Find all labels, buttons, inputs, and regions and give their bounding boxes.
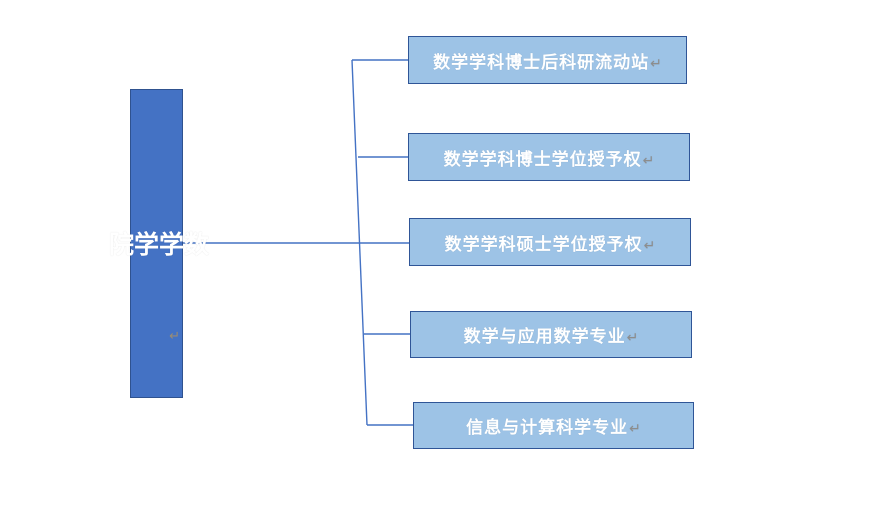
root-char-2: 学 (155, 231, 184, 256)
root-node-math-college[interactable]: 数 学 学 院 ↵ (106, 89, 209, 398)
return-mark: ↵ (643, 236, 656, 253)
return-mark: ↵ (650, 54, 662, 71)
child-node-label: 数学学科硕士学位授予权↵ (445, 230, 656, 255)
child-node-math-applied-math-major[interactable]: 数学与应用数学专业↵ (410, 311, 692, 358)
child-node-doctoral-degree-authority[interactable]: 数学学科博士学位授予权↵ (408, 133, 690, 181)
child-node-master-degree-authority[interactable]: 数学学科硕士学位授予权↵ (409, 218, 691, 266)
return-mark: ↵ (626, 329, 639, 345)
child-label-text: 数学学科博士学位授予权 (443, 149, 642, 169)
child-node-label: 信息与计算科学专业↵ (466, 413, 641, 438)
vertical-trunk (351, 59, 368, 426)
root-node-label: 数 学 学 院 (105, 119, 209, 369)
child-node-label: 数学学科博士学位授予权↵ (444, 145, 655, 170)
child-label-text: 数学学科硕士学位授予权 (444, 234, 643, 254)
root-return-mark: ↵ (169, 328, 180, 343)
return-mark: ↵ (629, 420, 641, 436)
child-label-text: 信息与计算科学专业 (466, 418, 629, 437)
child-node-label: 数学学科博士后科研流动站↵ (433, 48, 662, 73)
child-label-text: 数学学科博士后科研流动站 (433, 52, 650, 72)
child-node-info-computing-science-major[interactable]: 信息与计算科学专业↵ (413, 402, 694, 449)
child-node-postdoc-station[interactable]: 数学学科博士后科研流动站↵ (408, 36, 687, 84)
root-char-3: 学 (130, 231, 159, 256)
return-mark: ↵ (642, 151, 655, 168)
root-char-4: 院 (105, 231, 134, 256)
child-label-text: 数学与应用数学专业 (463, 327, 626, 346)
root-char-1: 数 (180, 231, 209, 256)
child-node-label: 数学与应用数学专业↵ (464, 322, 639, 347)
